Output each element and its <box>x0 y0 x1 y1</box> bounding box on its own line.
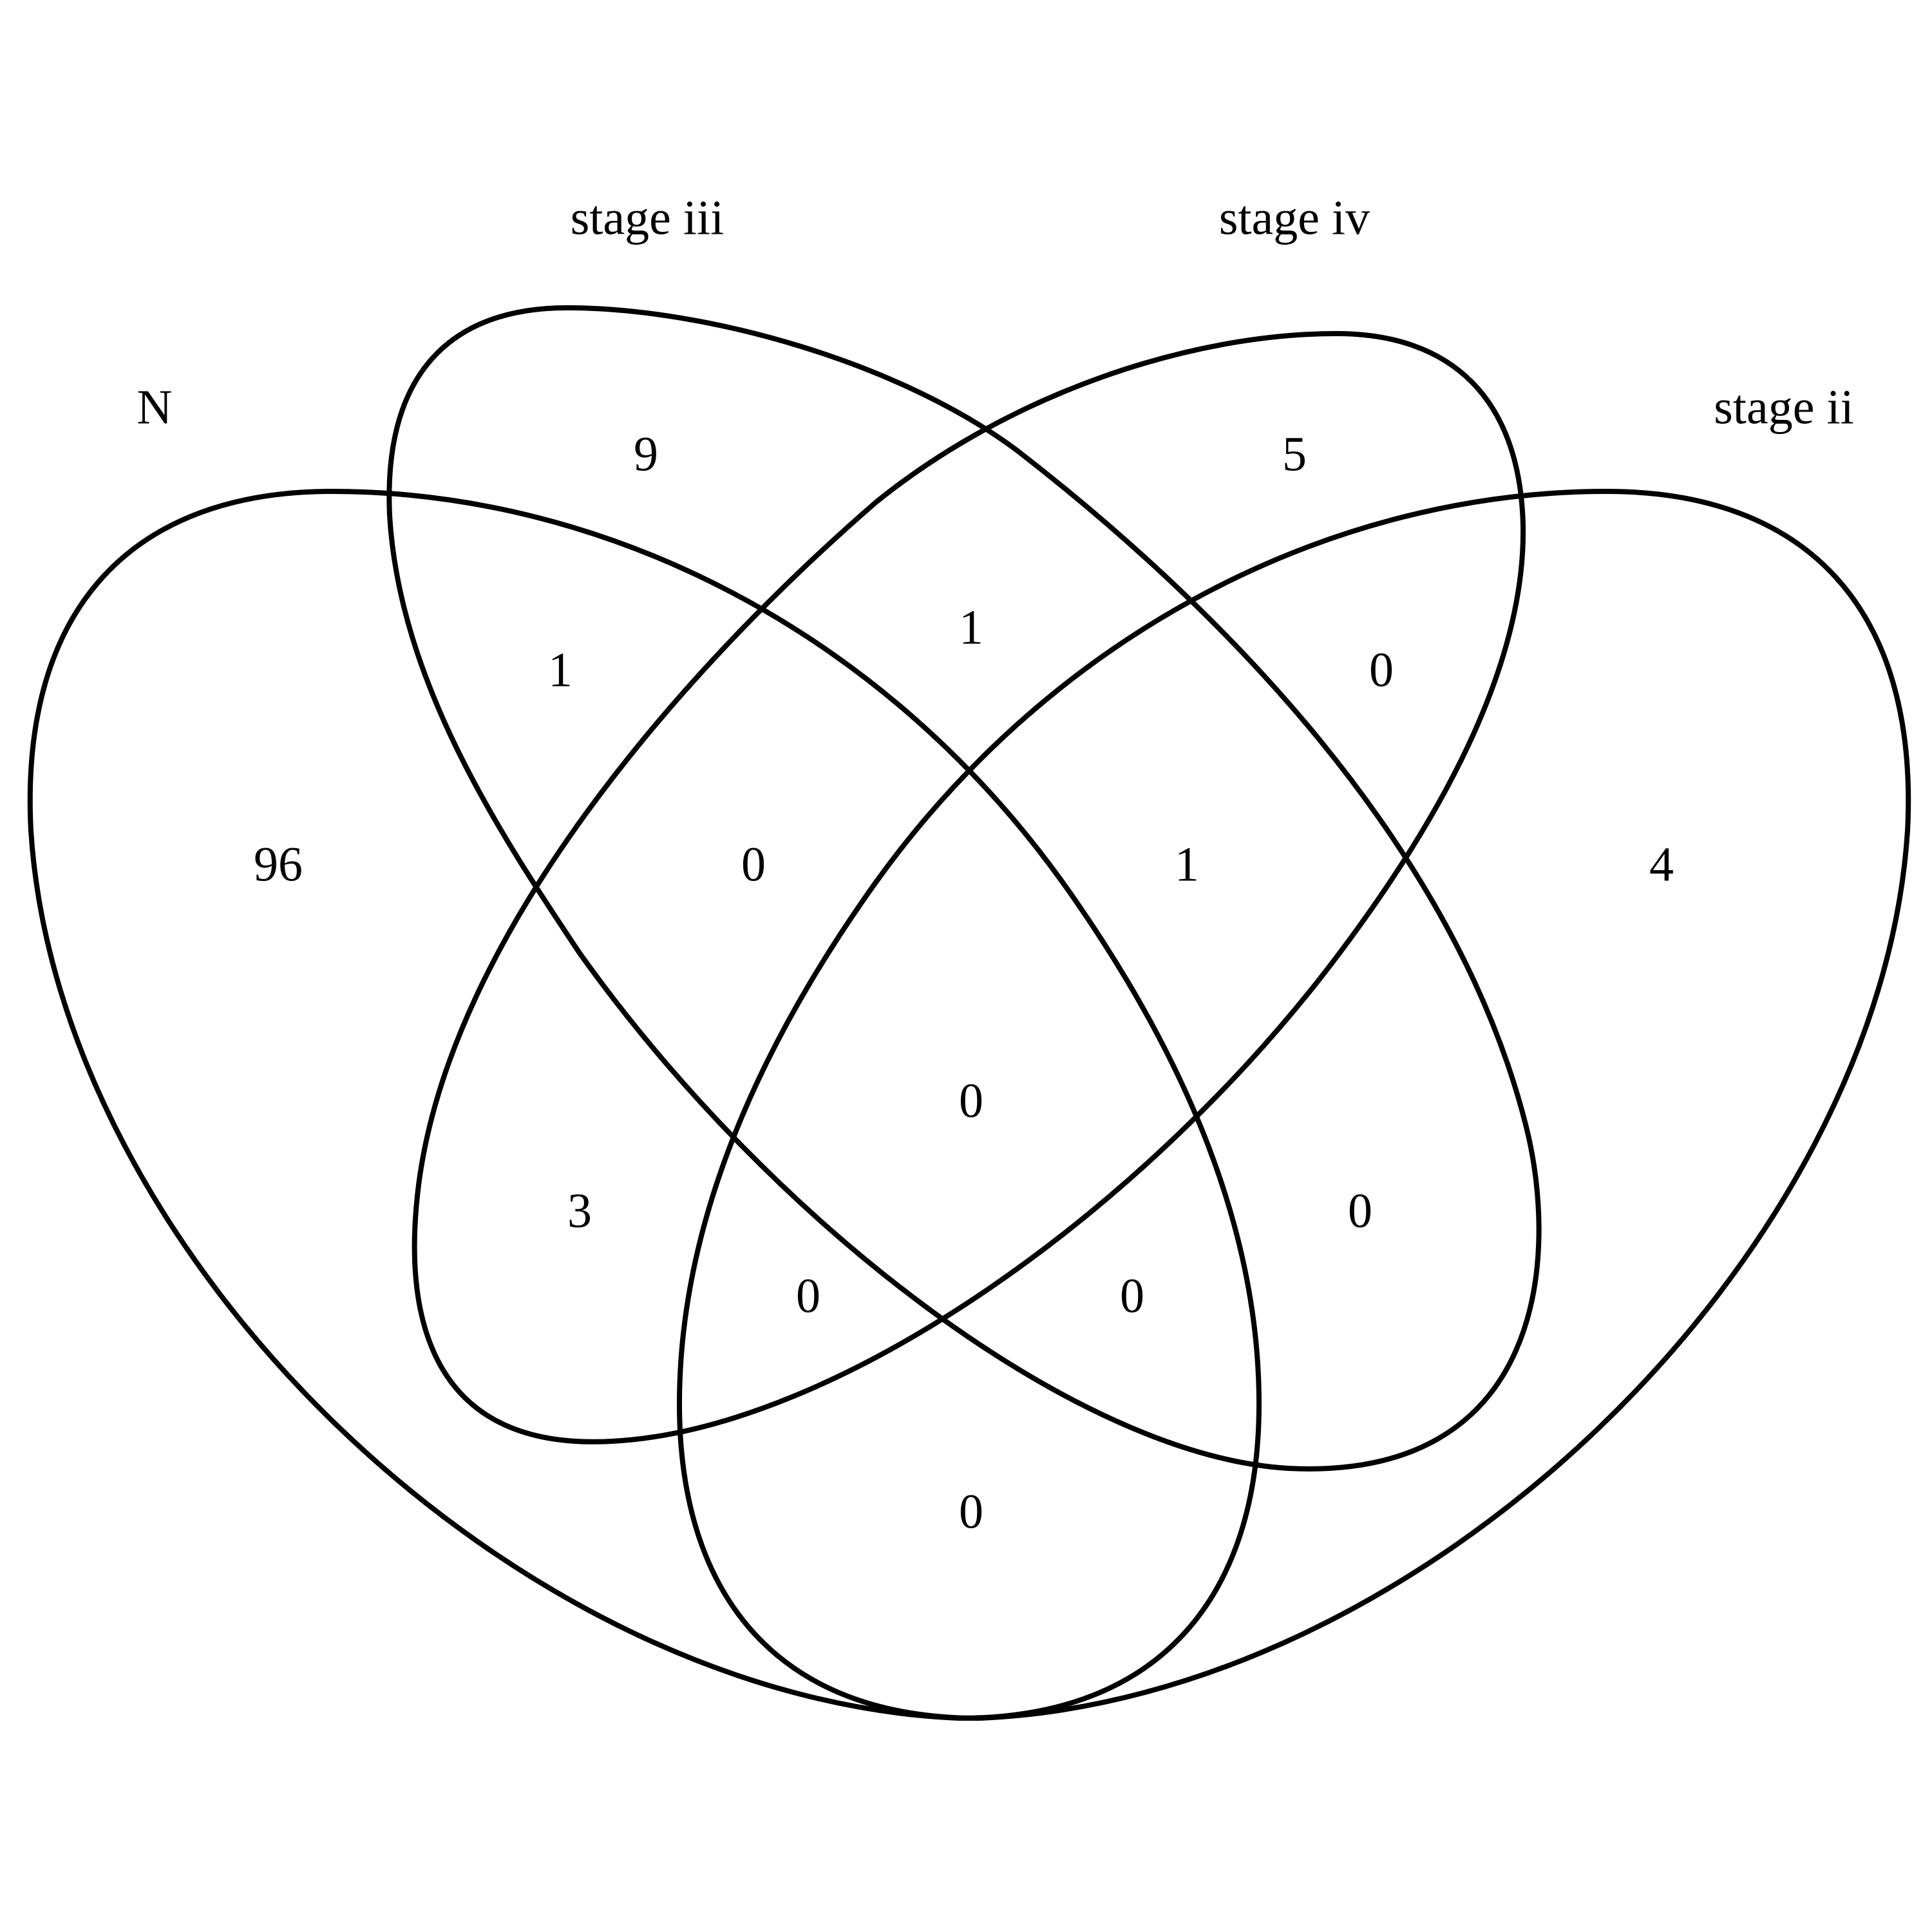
region-count-n-iii-ii: 0 <box>1120 1269 1144 1323</box>
set-label-stage-ii: stage ii <box>1714 380 1853 434</box>
region-count-n-iv: 3 <box>567 1184 592 1238</box>
region-count-stage-iii-only: 9 <box>634 427 658 481</box>
set-outline-stage-iii <box>386 305 1542 1472</box>
set-outline-stage-ii <box>676 488 1911 1721</box>
region-count-n-iii: 1 <box>548 643 573 697</box>
region-count-iii-iv-ii: 1 <box>1175 837 1199 891</box>
set-outline-stage-iv <box>412 330 1526 1444</box>
region-count-n-ii: 0 <box>959 1484 983 1539</box>
region-count-iii-iv: 1 <box>959 600 983 654</box>
set-label-stage-iii: stage iii <box>571 191 724 245</box>
region-count-n-iv-ii: 0 <box>796 1269 820 1323</box>
region-count-stage-ii-only: 4 <box>1649 837 1674 891</box>
region-counts: 9 5 96 4 1 1 0 0 1 0 3 0 0 0 0 <box>254 427 1674 1539</box>
region-count-stage-iv-only: 5 <box>1282 427 1307 481</box>
region-count-n-only: 96 <box>254 837 303 891</box>
set-outline-n-main <box>27 488 1262 1721</box>
region-count-n-iii-iv: 0 <box>741 837 766 891</box>
set-labels: N stage iii stage iv stage ii <box>137 191 1854 434</box>
region-count-iii-ii: 0 <box>1348 1184 1372 1238</box>
set-label-n: N <box>137 380 173 434</box>
region-count-iv-ii: 0 <box>1369 643 1394 697</box>
set-outlines <box>27 305 1911 1721</box>
region-count-all: 0 <box>959 1074 983 1128</box>
set-label-stage-iv: stage iv <box>1219 191 1370 245</box>
